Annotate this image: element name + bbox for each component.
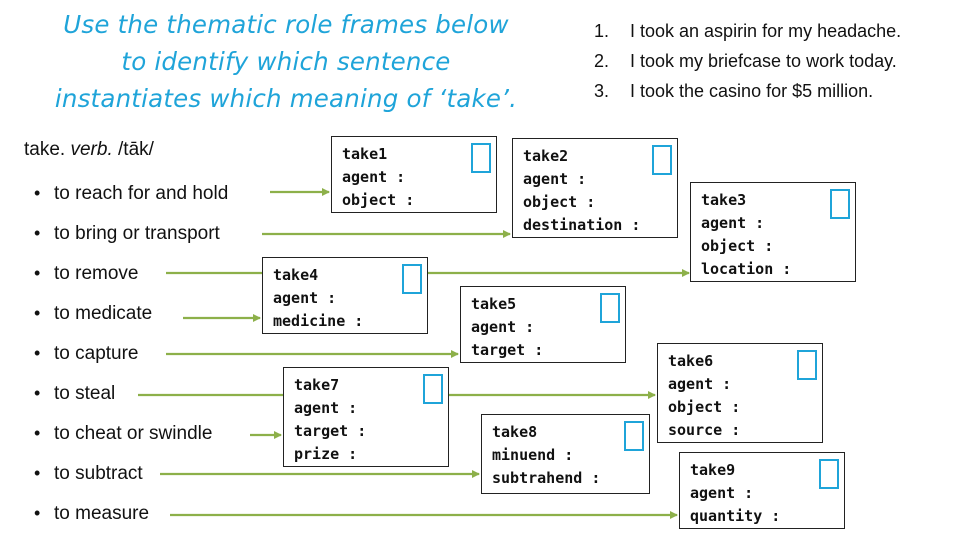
answer-box[interactable] (471, 143, 491, 173)
answer-box[interactable] (600, 293, 620, 323)
sense-text: to subtract (54, 463, 143, 484)
sentence-item: 1. I took an aspirin for my headache. (594, 16, 901, 46)
entry-word: take. (24, 139, 66, 160)
bullet-icon: • (34, 263, 41, 283)
answer-box[interactable] (624, 421, 644, 451)
dictionary-heading: take. verb. /tāk/ (24, 139, 154, 161)
frame-role: agent : (273, 289, 337, 307)
bullet-icon: • (34, 383, 41, 403)
frame-role: destination : (523, 216, 641, 234)
frame-role: agent : (294, 399, 358, 417)
sentence-list: 1. I took an aspirin for my headache. 2. I… (594, 16, 901, 106)
frame-id: take4 (273, 266, 319, 284)
sense-item: • to steal (34, 378, 228, 418)
answer-box[interactable] (652, 145, 672, 175)
sense-text: to steal (54, 383, 116, 404)
sense-item: • to bring or transport (34, 218, 228, 258)
answer-box[interactable] (797, 350, 817, 380)
answer-box[interactable] (402, 264, 422, 294)
answer-box[interactable] (830, 189, 850, 219)
frame-role: agent : (668, 375, 732, 393)
frame-id: take7 (294, 376, 340, 394)
bullet-icon: • (34, 343, 41, 363)
frame-role: object : (523, 193, 596, 211)
frame-id: take1 (342, 145, 388, 163)
sentence-item: 3. I took the casino for $5 million. (594, 76, 901, 106)
sentence-item: 2. I took my briefcase to work today. (594, 46, 901, 76)
sense-text: to reach for and hold (54, 183, 229, 204)
frame-take5: take5 agent : target : (460, 286, 626, 363)
frame-role: agent : (471, 318, 535, 336)
frame-role: medicine : (273, 312, 364, 330)
frame-take2: take2 agent : object : destination : (512, 138, 678, 238)
frame-take3: take3 agent : object : location : (690, 182, 856, 282)
frame-role: agent : (690, 484, 754, 502)
frame-role: quantity : (690, 507, 781, 525)
frame-role: agent : (342, 168, 406, 186)
frame-role: subtrahend : (492, 469, 601, 487)
frame-take1: take1 agent : object : (331, 136, 497, 213)
frame-id: take9 (690, 461, 736, 479)
sentence-text: I took my briefcase to work today. (630, 51, 897, 71)
sense-text: to remove (54, 263, 139, 284)
sense-item: • to capture (34, 338, 228, 378)
frame-role: target : (294, 422, 367, 440)
title-line: instantiates which meaning of ‘take’. (54, 84, 518, 113)
sense-item: • to measure (34, 498, 228, 538)
frame-role: target : (471, 341, 544, 359)
title-line: to identify which sentence (121, 47, 451, 76)
frame-role: agent : (701, 214, 765, 232)
frame-id: take3 (701, 191, 747, 209)
bullet-icon: • (34, 303, 41, 323)
frame-role: source : (668, 421, 741, 439)
frame-role: agent : (523, 170, 587, 188)
sense-list: • to reach for and hold • to bring or tran… (34, 178, 228, 538)
sentence-number: 2. (594, 51, 610, 71)
sense-text: to medicate (54, 303, 153, 324)
frame-id: take6 (668, 352, 714, 370)
frame-id: take2 (523, 147, 569, 165)
frame-take7: take7 agent : target : prize : (283, 367, 449, 467)
sense-text: to cheat or swindle (54, 423, 213, 444)
answer-box[interactable] (423, 374, 443, 404)
frame-role: location : (701, 260, 792, 278)
frame-take6: take6 agent : object : source : (657, 343, 823, 443)
sense-text: to capture (54, 343, 139, 364)
sense-item: • to remove (34, 258, 228, 298)
slide-title: Use the thematic role frames below to id… (18, 6, 554, 117)
frame-role: minuend : (492, 446, 574, 464)
sense-item: • to medicate (34, 298, 228, 338)
bullet-icon: • (34, 183, 41, 203)
sense-item: • to cheat or swindle (34, 418, 228, 458)
answer-box[interactable] (819, 459, 839, 489)
sentence-text: I took the casino for $5 million. (630, 81, 874, 101)
title-line: Use the thematic role frames below (63, 10, 509, 39)
entry-pos: verb. (70, 139, 113, 160)
sentence-text: I took an aspirin for my headache. (630, 21, 902, 41)
frame-role: object : (668, 398, 741, 416)
frame-role: object : (342, 191, 415, 209)
sense-text: to bring or transport (54, 223, 220, 244)
frame-id: take8 (492, 423, 538, 441)
sentence-number: 1. (594, 21, 610, 41)
sense-item: • to reach for and hold (34, 178, 228, 218)
bullet-icon: • (34, 223, 41, 243)
bullet-icon: • (34, 463, 41, 483)
frame-role: object : (701, 237, 774, 255)
frame-take8: take8 minuend : subtrahend : (481, 414, 650, 494)
frame-take4: take4 agent : medicine : (262, 257, 428, 334)
bullet-icon: • (34, 423, 41, 443)
frame-id: take5 (471, 295, 517, 313)
sentence-number: 3. (594, 81, 610, 101)
sense-item: • to subtract (34, 458, 228, 498)
frame-role: prize : (294, 445, 358, 463)
sense-text: to measure (54, 503, 150, 524)
frame-take9: take9 agent : quantity : (679, 452, 845, 529)
entry-pronunciation: /tāk/ (118, 139, 154, 160)
bullet-icon: • (34, 503, 41, 523)
